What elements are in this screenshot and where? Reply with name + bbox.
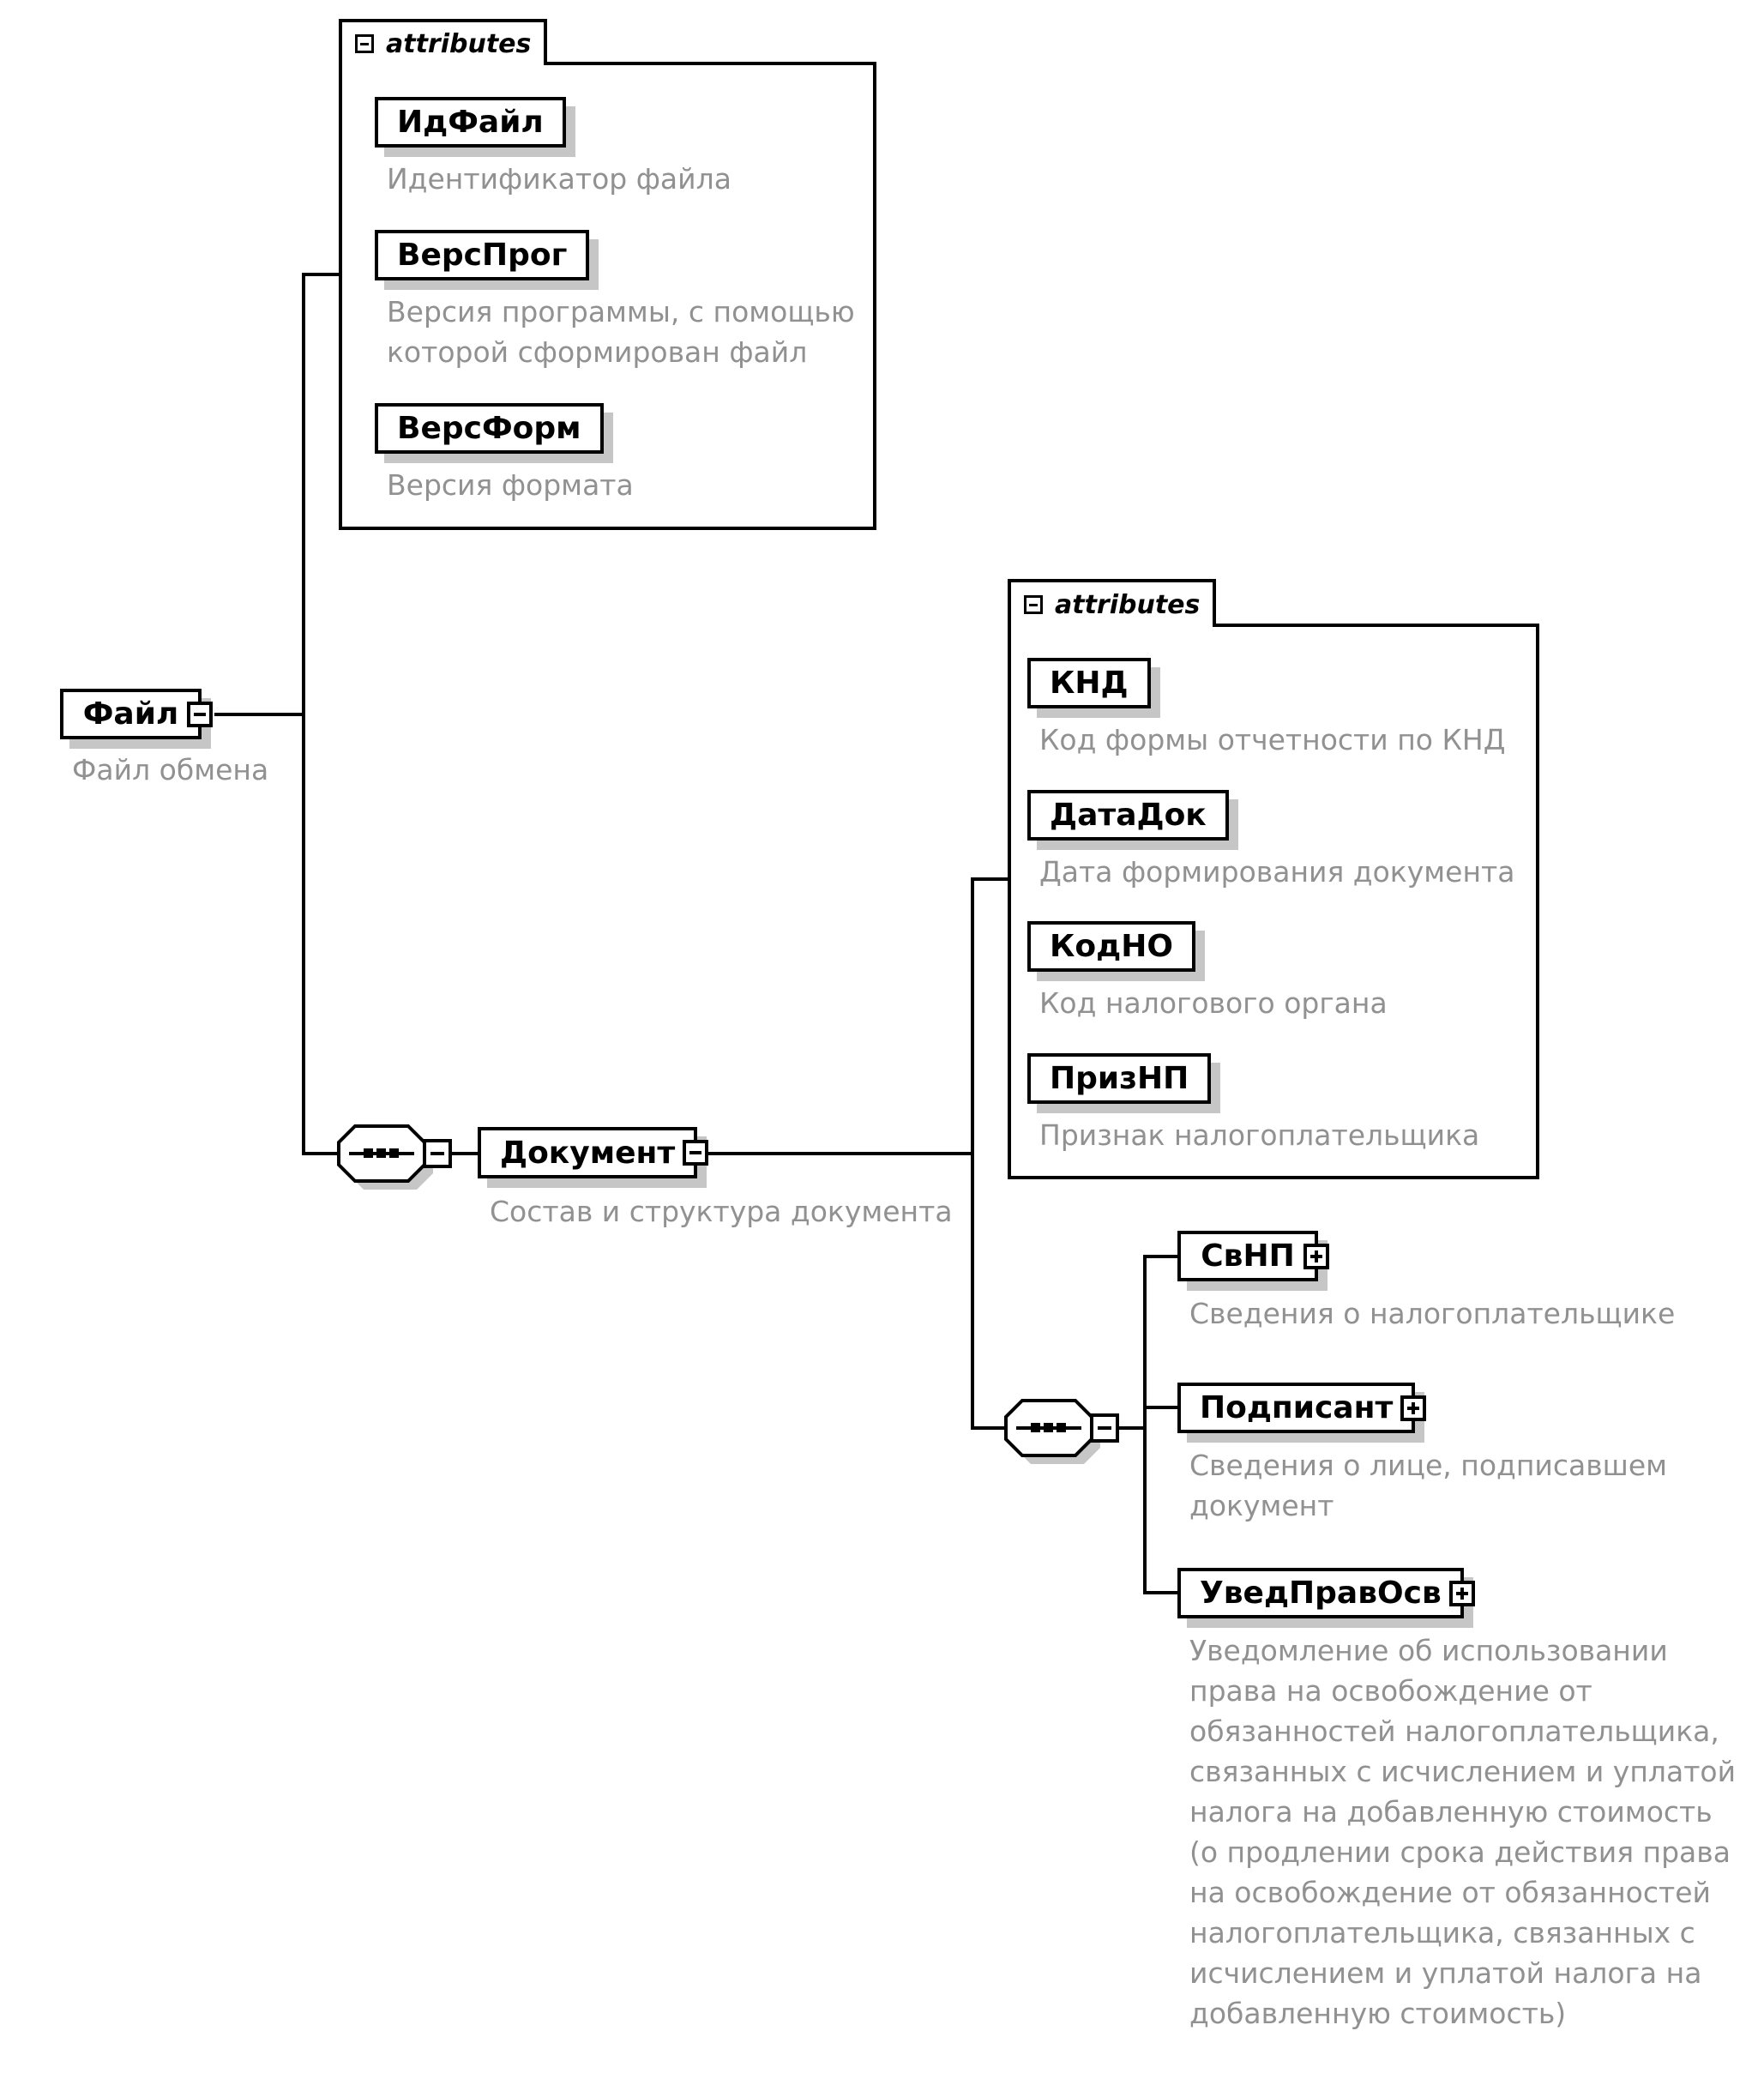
attributes-label: attributes <box>1055 589 1201 620</box>
attribute-annotation: Код налогового органа <box>1039 986 1388 1020</box>
connector-line <box>1143 1255 1177 1258</box>
connector-line <box>971 1426 1004 1430</box>
element-file[interactable]: Файл <box>60 689 213 739</box>
element-name: Документ <box>500 1135 676 1171</box>
attribute-annotation: Версия формата <box>387 468 634 502</box>
connector-line <box>1143 1255 1147 1594</box>
element-name: СвНП <box>1201 1238 1295 1274</box>
attribute-kodno[interactable]: КодНО <box>1027 921 1195 972</box>
connector-line <box>971 877 974 1430</box>
attribute-name: ДатаДок <box>1050 798 1207 833</box>
connector-line <box>971 877 1008 881</box>
element-name: Файл <box>82 696 179 732</box>
element-uvedpravosv[interactable]: УведПравОсв <box>1177 1568 1475 1618</box>
file-attributes-tab[interactable]: attributes <box>339 19 548 65</box>
connector-line <box>302 273 339 276</box>
expand-icon[interactable] <box>1400 1395 1427 1421</box>
collapse-icon[interactable] <box>355 34 374 53</box>
sequence-dots <box>1016 1423 1081 1432</box>
attribute-versprog[interactable]: ВерсПрог <box>375 230 590 280</box>
attribute-annotation: Версия программы, с помощью которой сфор… <box>387 295 855 369</box>
expand-icon[interactable] <box>1448 1580 1475 1606</box>
attribute-knd[interactable]: КНД <box>1027 658 1151 708</box>
attributes-label: attributes <box>386 28 532 59</box>
connector-line <box>1117 1426 1143 1430</box>
element-annotation: Файл обмена <box>72 753 269 786</box>
element-annotation: Уведомление об использовании права на ос… <box>1189 1634 1737 2030</box>
connector-line <box>696 1152 971 1155</box>
element-svnp[interactable]: СвНП <box>1177 1231 1329 1281</box>
sequence-icon[interactable] <box>1004 1399 1129 1476</box>
connector-line <box>1143 1406 1177 1409</box>
connector-line <box>302 1152 339 1155</box>
attribute-annotation: Код формы отчетности по КНД <box>1039 723 1506 756</box>
attribute-annotation: Идентификатор файла <box>387 162 731 196</box>
connector-line <box>450 1152 478 1155</box>
document-attributes-tab[interactable]: attributes <box>1008 579 1217 627</box>
attribute-annotation: Дата формирования документа <box>1039 855 1515 889</box>
attribute-name: ВерсФорм <box>397 411 581 446</box>
attribute-idfile[interactable]: ИдФайл <box>375 97 566 148</box>
element-annotation: Состав и структура документа <box>490 1195 953 1228</box>
attribute-name: ВерсПрог <box>397 238 568 273</box>
attribute-name: КНД <box>1050 666 1129 701</box>
attribute-versform[interactable]: ВерсФорм <box>375 403 604 454</box>
attribute-datadok[interactable]: ДатаДок <box>1027 790 1229 841</box>
element-annotation: Сведения о лице, подписавшем документ <box>1189 1449 1668 1522</box>
connector-line <box>214 713 302 716</box>
attribute-name: ИдФайл <box>397 105 544 140</box>
element-name: УведПравОсв <box>1200 1576 1442 1611</box>
element-name: Подписант <box>1200 1390 1394 1425</box>
attribute-name: КодНО <box>1050 929 1173 964</box>
attribute-name: ПризНП <box>1050 1061 1189 1096</box>
connector-line <box>1143 1591 1177 1594</box>
element-annotation: Сведения о налогоплательщике <box>1189 1297 1676 1330</box>
attribute-annotation: Признак налогоплательщика <box>1039 1118 1480 1152</box>
sequence-icon[interactable] <box>337 1124 461 1202</box>
collapse-icon[interactable] <box>683 1140 709 1166</box>
attribute-priznp[interactable]: ПризНП <box>1027 1053 1212 1104</box>
element-podpisant[interactable]: Подписант <box>1177 1383 1427 1433</box>
collapse-icon[interactable] <box>187 701 213 727</box>
collapse-icon[interactable] <box>1024 595 1043 614</box>
expand-icon[interactable] <box>1303 1243 1329 1269</box>
connector-line <box>302 273 305 1155</box>
sequence-dots <box>349 1148 414 1158</box>
element-document[interactable]: Документ <box>478 1127 709 1178</box>
